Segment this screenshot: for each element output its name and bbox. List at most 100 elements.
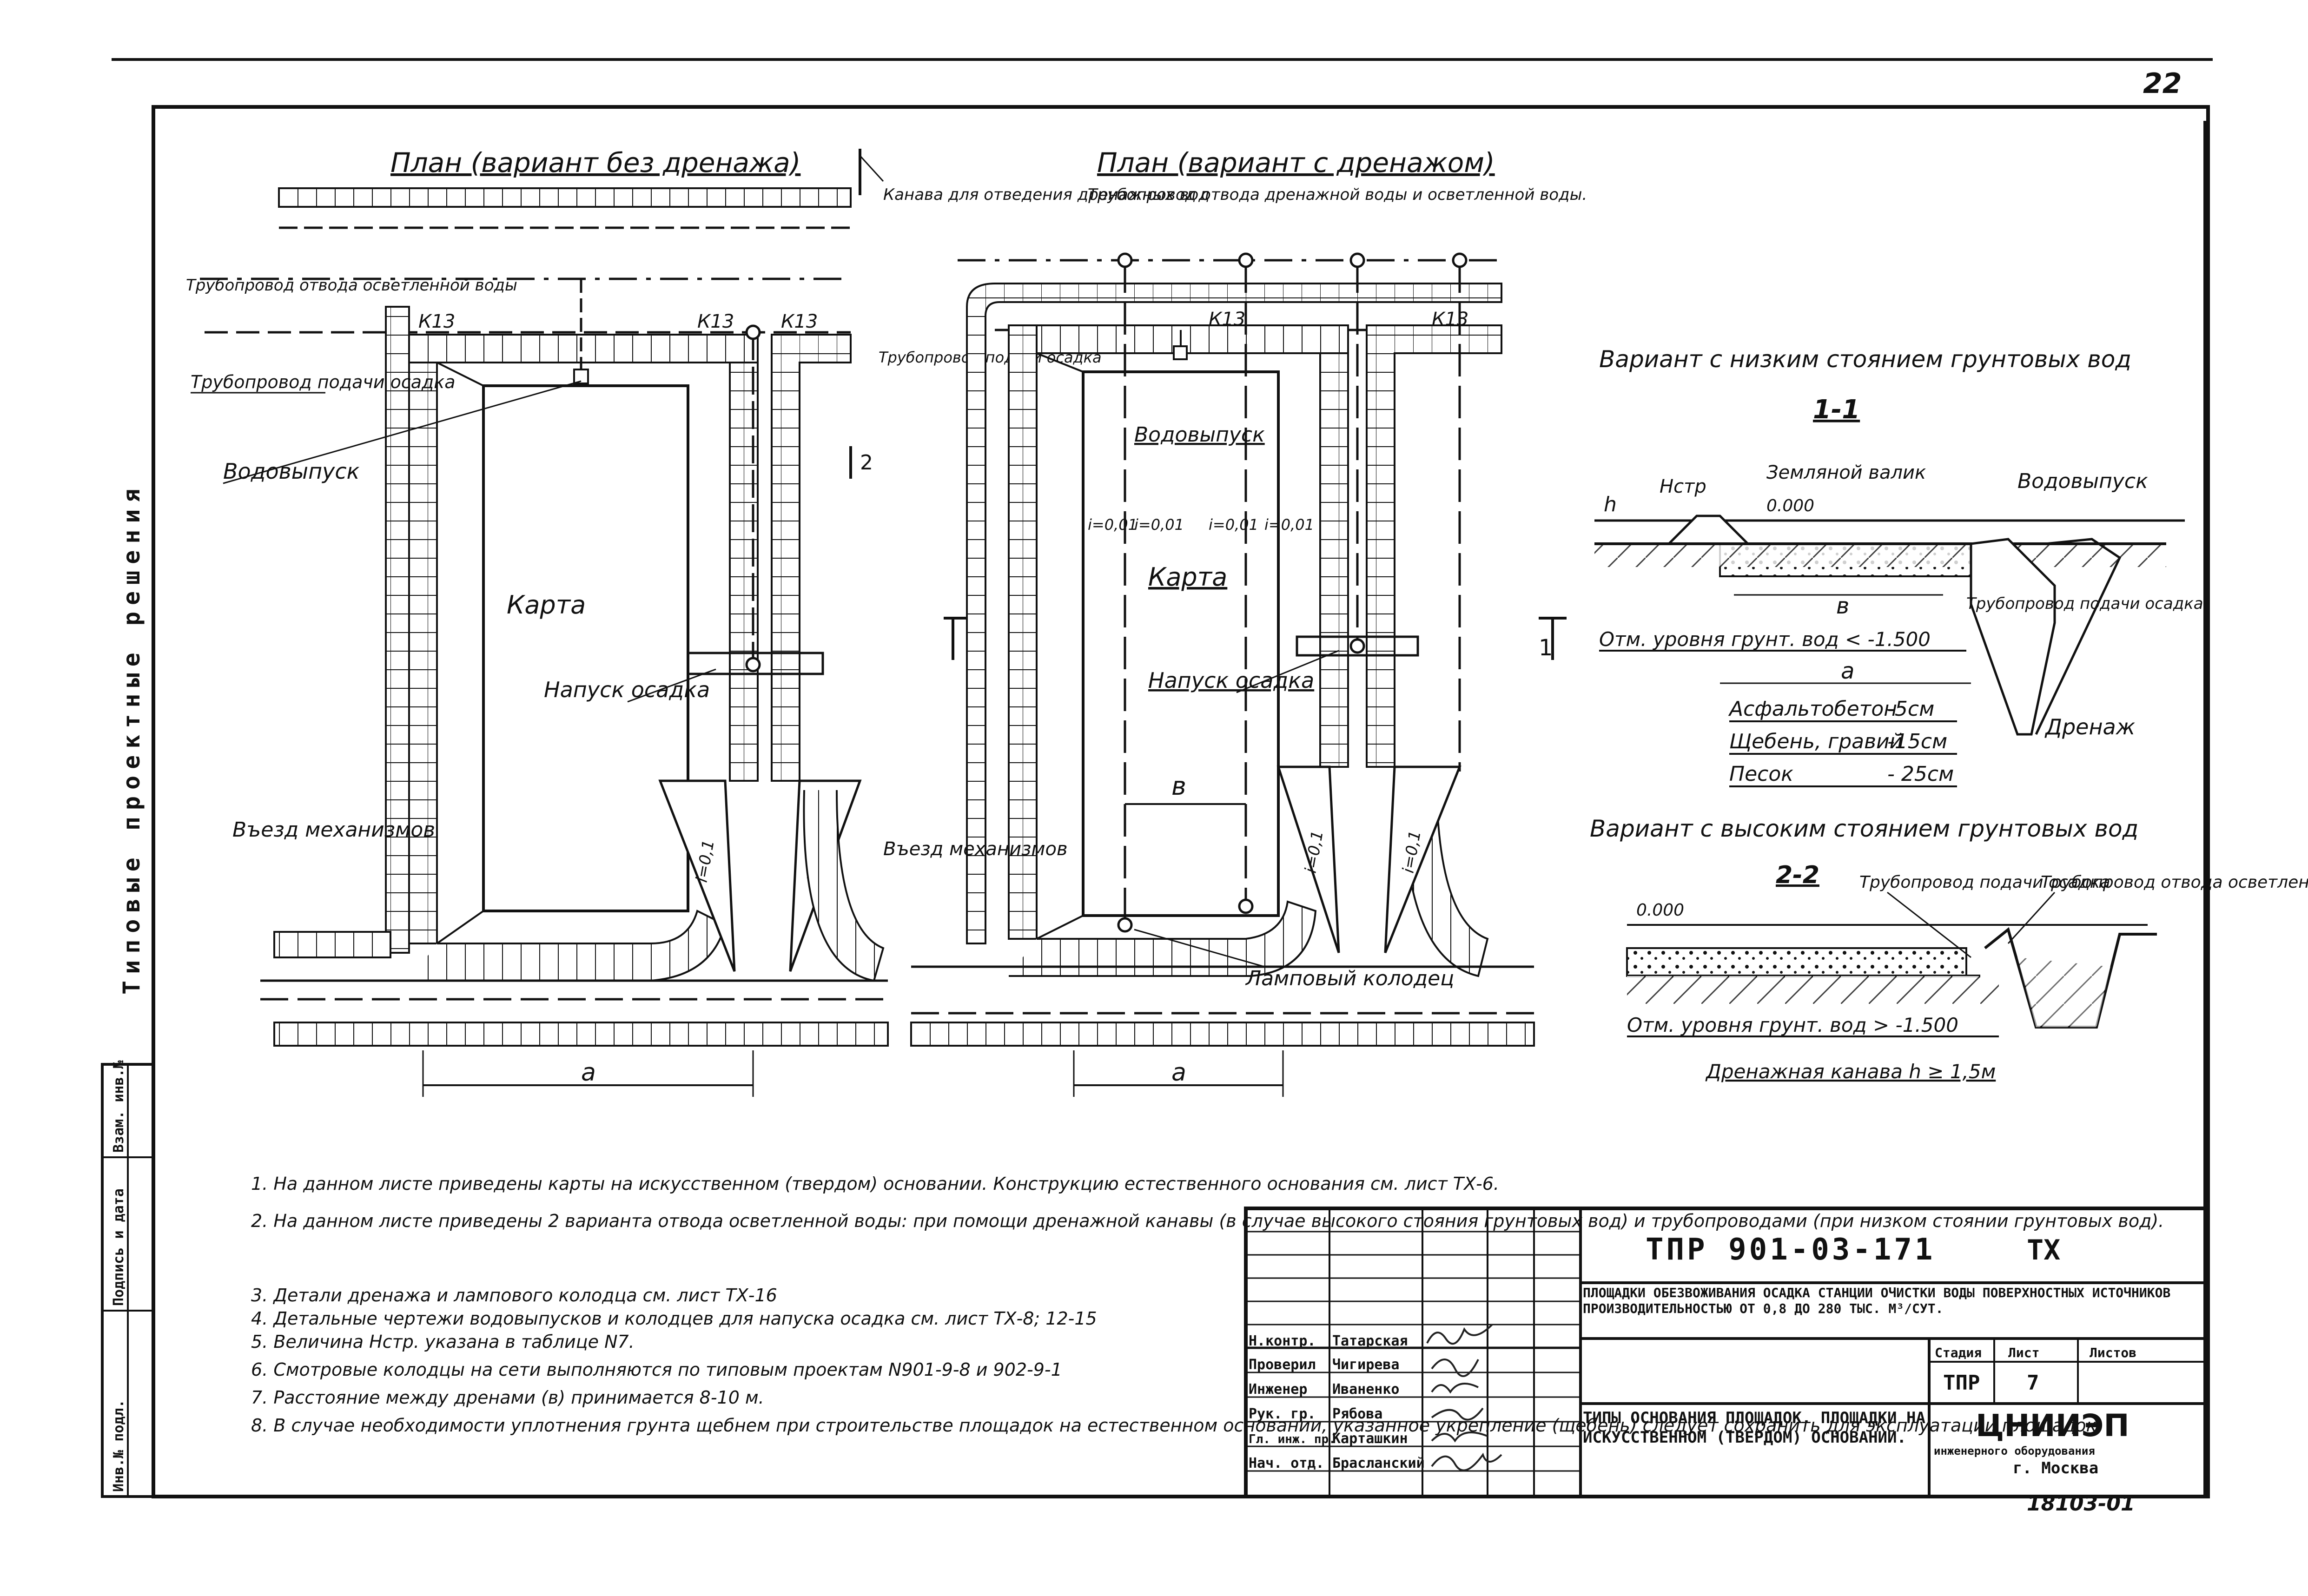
signature (1431, 1452, 1502, 1471)
tb-stage: ТПР (1943, 1371, 1980, 1395)
staff-name: Иваненко (1332, 1381, 1400, 1398)
karta-corner (1009, 900, 1317, 977)
note-item: 4. Детальные чертежи водовыпусков и коло… (251, 1308, 1097, 1329)
slope-wedge (1384, 765, 1462, 953)
section-low-label: 1-1 (1813, 395, 1860, 425)
water-outlet (1173, 345, 1188, 360)
staff-name: Рябова (1332, 1406, 1382, 1422)
label-section-1: 1 (1539, 635, 1553, 661)
section-low-heading: Вариант с низким стоянием грунтовых вод (1599, 346, 2131, 373)
tb-city: г. Москва (2013, 1459, 2098, 1477)
staff-name: Брасланский (1332, 1455, 1425, 1471)
label-pipe-sludge: Трубопровод подачи осадка (1859, 873, 2110, 892)
manhole (1452, 252, 1468, 268)
section-low-groundwater: Вариант с низким стоянием грунтовых вод … (1594, 346, 2203, 787)
karta-wall (729, 362, 759, 782)
layer-list: Асфальтобетон -5см Щебень, гравий -15см … (1728, 697, 1957, 787)
staff-name: Татарская (1332, 1333, 1408, 1349)
sludge-inlet (687, 652, 824, 675)
label-zero: 0.000 (1636, 901, 1684, 920)
label-karta: Карта (1148, 562, 1227, 592)
tb-section: ТХ (2027, 1234, 2060, 1266)
layer-thickness: -15см (1887, 730, 1947, 753)
note-item: 6. Смотровые колодцы на сети выполняются… (251, 1359, 1062, 1380)
label-dim-b: в (1171, 772, 1186, 801)
label-slope-small: i=0,01 (1264, 516, 1314, 534)
manhole (745, 324, 761, 340)
label-earth-bank: Земляной валик (1766, 462, 1926, 483)
karta2-wall (1366, 324, 1502, 768)
leader (1236, 650, 1339, 693)
karta-wall (1036, 324, 1349, 354)
signature (1426, 1324, 1493, 1345)
label-gw-level: Отм. уровня грунт. вод > -1.500 (1627, 1014, 1958, 1036)
karta-area (482, 384, 689, 912)
title-block-frame (1244, 1207, 2208, 1498)
label-slope-small: i=0,01 (1209, 516, 1258, 534)
note-item: 3. Детали дренажа и лампового колодца см… (251, 1285, 777, 1306)
bottom-road-edge (273, 931, 391, 958)
note-item: 8. В случае необходимости уплотнения гру… (251, 1415, 2103, 1436)
tb-stage-label: Стадия (1935, 1345, 1982, 1360)
label-hstr: Нстр (1660, 476, 1706, 497)
note-item: 1. На данном листе приведены карты на ис… (251, 1174, 1499, 1194)
manhole (1238, 252, 1254, 268)
section-high-heading: Вариант с высоким стоянием грунтовых вод (1590, 815, 2138, 842)
leader (2007, 891, 2056, 944)
title-block: Н.контр. Татарская Проверил Чигирева Инж… (1244, 1207, 2208, 1516)
plan-left-title: План (вариант без дренажа) (390, 147, 800, 178)
label-dim-a: a (1171, 1059, 1186, 1087)
slope-wedge (1276, 765, 1340, 953)
water-outlet (573, 369, 589, 384)
signature (1431, 1407, 1484, 1421)
drainage-ditch-wall (966, 283, 1502, 944)
tb-sheet: 7 (2027, 1371, 2039, 1395)
label-dim-a: a (581, 1059, 596, 1087)
layer-name: Асфальтобетон (1728, 697, 1897, 721)
label-k13: К13 (418, 311, 455, 332)
staff-role: Проверил (1249, 1357, 1316, 1373)
label-section-2: 2 (860, 451, 873, 475)
label-water-outlet: Водовыпуск (1134, 423, 1265, 447)
bottom-road-edge (910, 1022, 1535, 1047)
label-drain: Дренаж (2044, 714, 2136, 739)
label-pipe-clarified: Трубопровод отвода осветленной воды (186, 276, 517, 295)
label-entry: Въезд механизмов (232, 818, 435, 842)
label-a: a (1841, 658, 1854, 684)
karta2-wall (771, 334, 852, 782)
label-gw-level: Отм. уровня грунт. вод < -1.500 (1599, 628, 1931, 651)
drain-trench (2035, 538, 2122, 735)
label-ditch: Дренажная канава h ≥ 1,5м (1705, 1060, 1996, 1083)
tb-sheet-label: Лист (2008, 1345, 2039, 1360)
lamp-well (1238, 898, 1254, 914)
label-slope-small: i=0,01 (1134, 516, 1184, 534)
label-pipe-sludge: Трубопровод подачи осадка (191, 372, 456, 392)
karta-inner-wall (1036, 352, 1084, 940)
layer-name: Песок (1729, 762, 1793, 786)
staff-name: Чигирева (1332, 1357, 1400, 1373)
label-pipe-sludge: Трубопровод подачи осадка (1966, 594, 2203, 613)
karta-wall (408, 362, 438, 944)
manhole (1349, 638, 1365, 654)
label-k13: К13 (697, 311, 734, 332)
ground-hatch (1594, 544, 2166, 567)
note-item: 2. На данном листе приведены 2 варианта … (251, 1211, 2164, 1231)
side-stamp-cell-label: Взам. инв.№ (111, 1060, 127, 1153)
label-water-outlet: Водовыпуск (2017, 469, 2148, 493)
plan-right-title: План (вариант с дренажом) (1097, 147, 1495, 178)
side-stamp-cell-label: Подпись и дата (111, 1188, 127, 1306)
layer-thickness: - 25см (1887, 762, 1954, 786)
leader (1887, 891, 1971, 958)
leader (223, 380, 582, 484)
layer-name: Щебень, гравий (1729, 730, 1903, 753)
side-stamp-cell-label: Инв.№ подл. (111, 1399, 127, 1492)
plan-right: План (вариант с дренажом) Канава для отв… (859, 147, 1587, 1097)
label-entry: Въезд механизмов (883, 838, 1068, 860)
note-item: 7. Расстояние между дренами (в) принимае… (251, 1387, 764, 1408)
side-stamp-title: Типовые проектные решения (118, 482, 145, 995)
staff-role: Инженер (1249, 1381, 1307, 1398)
signature (1431, 1383, 1479, 1394)
staff-name: Карташкин (1332, 1431, 1408, 1447)
side-stamp: Типовые проектные решения Инв.№ подл. По… (101, 482, 155, 1498)
